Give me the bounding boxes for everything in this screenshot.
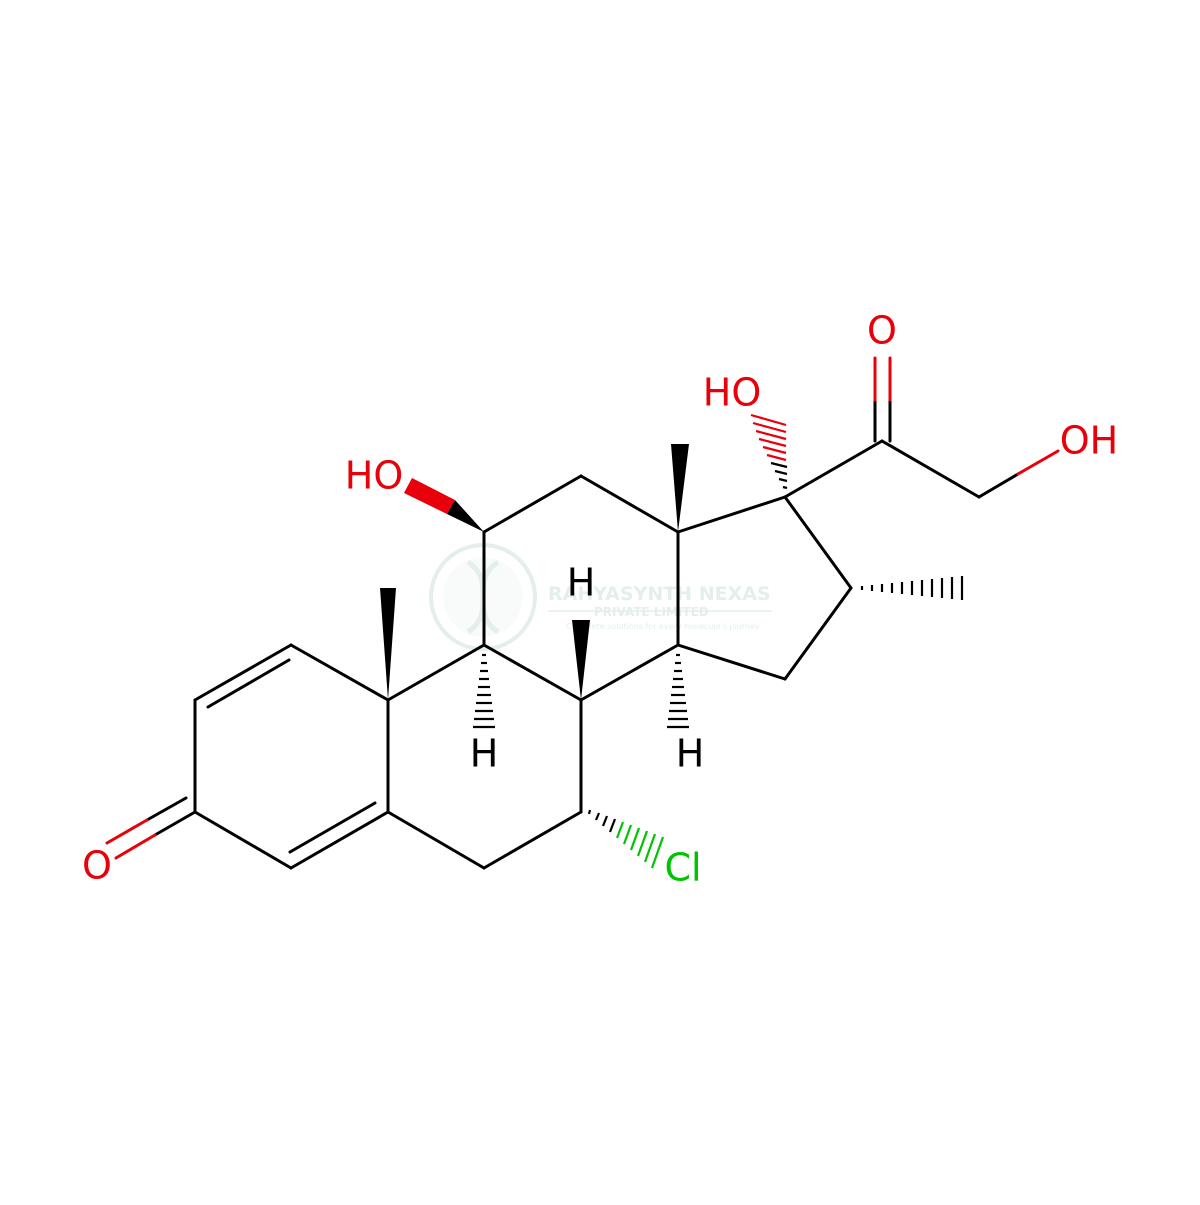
bond-c21-oh [977, 449, 1060, 499]
bond-c11-c12 [482, 474, 583, 534]
watermark-company-name: RAHYASYNTH NEXAS [548, 583, 771, 605]
carbonyl-c20-o [873, 356, 892, 443]
hashed-bonds [473, 413, 964, 869]
hash-c9-h [473, 653, 495, 729]
atom-label-h-8: H [567, 561, 596, 605]
bond-c3-o-outer-red [114, 833, 157, 860]
bond-c1-c2 [193, 643, 293, 702]
atom-label-o-ketone: O [82, 844, 112, 888]
bond-c21-o-black [977, 472, 1020, 499]
ketone-c3-o [105, 796, 197, 860]
bond-c3-o-outer-black [153, 810, 197, 837]
bond-c12-c13 [579, 474, 680, 534]
bond-c5-c6 [386, 810, 486, 870]
bond-c20-c21 [880, 439, 981, 499]
wedge-c10-methyl [380, 588, 396, 700]
bond-c17-c20 [783, 439, 884, 499]
bond-c10-c9 [386, 643, 486, 702]
hash-c17-oh [750, 413, 788, 490]
company-watermark: RAHYASYNTH NEXAS PRIVATE LIMITED Complet… [429, 543, 772, 651]
wedge-c8-h [572, 620, 590, 700]
atom-label-h-9: H [470, 732, 499, 776]
hash-c14-h [667, 653, 689, 729]
bond-c1-c10 [289, 643, 390, 702]
watermark-subtitle: PRIVATE LIMITED [594, 605, 709, 619]
bond-c3-o-inner-black [145, 796, 188, 822]
atom-label-cl-7: Cl [664, 846, 701, 890]
hash-c7-cl [587, 809, 665, 869]
bond-c8-c9 [482, 643, 583, 702]
bond-c14-c8 [579, 643, 680, 702]
bond-lines [193, 439, 981, 870]
atom-labels: O HO HO O OH Cl H H H [82, 309, 1118, 890]
watermark-tagline: Complete solutions for every molecule's … [566, 622, 760, 631]
double-bond-c4-c5 [288, 801, 377, 854]
bond-c4-c5 [289, 810, 390, 870]
atom-label-o-20: O [867, 309, 897, 353]
hash-c16-methyl [860, 576, 964, 600]
bond-c3-o-inner-red [105, 818, 149, 845]
atom-label-h-14: H [676, 732, 705, 776]
bond-c15-c14 [676, 643, 787, 681]
bond-c6-c7 [482, 810, 583, 870]
bond-c21-o-red [1016, 449, 1060, 476]
bond-c17-c16 [783, 495, 853, 590]
bond-c16-c15 [783, 586, 853, 681]
bond-c3-c4 [193, 810, 293, 870]
bond-c13-c17 [676, 495, 787, 534]
atom-label-oh-21: OH [1060, 419, 1118, 463]
wedge-c11-oh-red [404, 478, 455, 514]
double-bond-lines [206, 658, 377, 854]
atom-label-ho-17: HO [703, 371, 761, 415]
wedge-bonds [380, 444, 689, 700]
double-bond-c1-c2 [206, 658, 291, 709]
wedge-c13-methyl [671, 444, 689, 532]
wedge-c11-oh-black [447, 500, 484, 532]
atom-label-ho-11: HO [345, 454, 403, 498]
